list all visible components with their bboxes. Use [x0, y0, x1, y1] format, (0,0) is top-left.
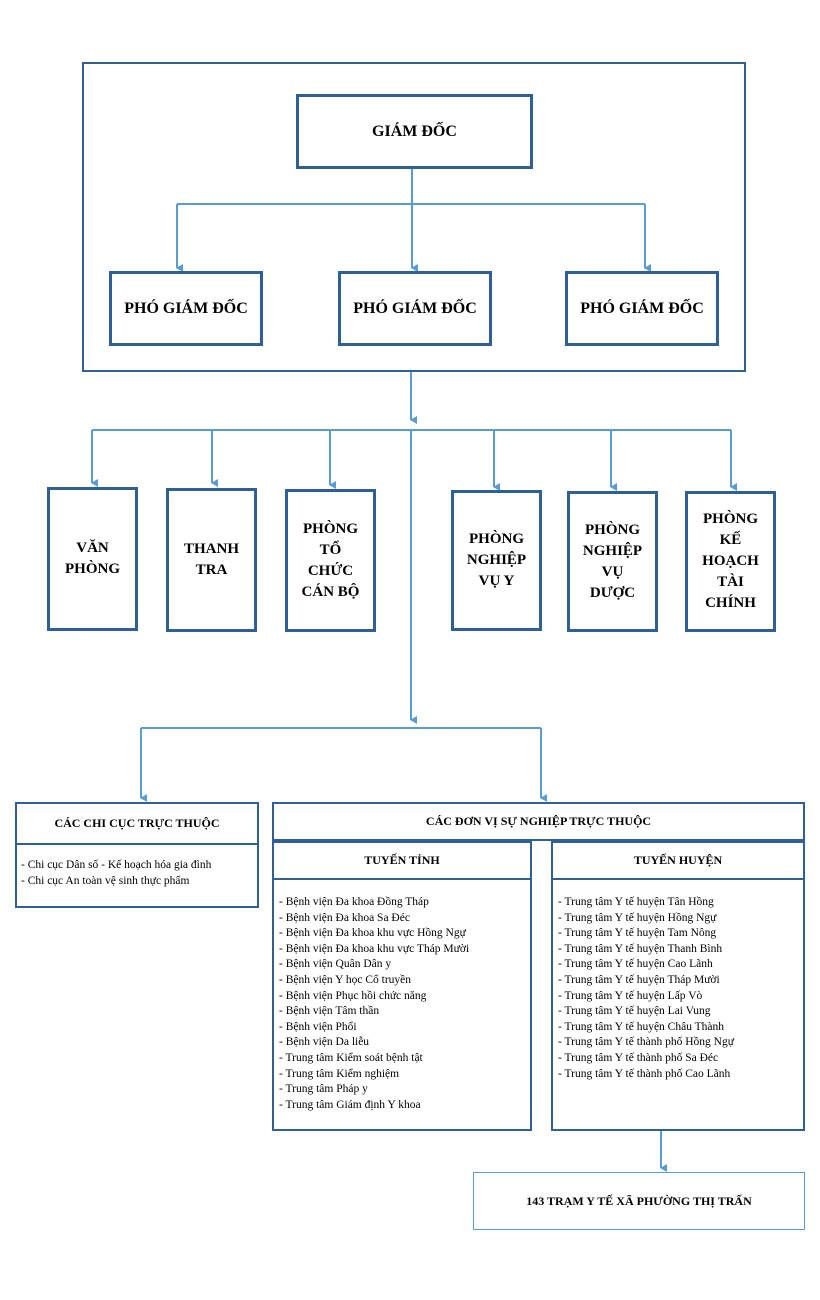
list-item: - Trung tâm Y tế huyện Châu Thành [558, 1020, 724, 1033]
department-label-line: DƯỢC [589, 584, 636, 601]
department-office: VĂN PHÒNG [47, 487, 138, 631]
provincial-title: TUYẾN TỈNH [272, 841, 532, 880]
department-label-line: VĂN [76, 540, 109, 556]
list-item: - Trung tâm Y tế huyện Hồng Ngự [558, 911, 717, 924]
deputy-director-label: PHÓ GIÁM ĐỐC [124, 299, 248, 317]
department-label-line: NGHIỆP [466, 552, 527, 568]
list-item: - Trung tâm Kiểm nghiệm [279, 1067, 400, 1080]
list-item: - Trung tâm Giám định Y khoa [279, 1098, 421, 1111]
deputy-director-box-3: PHÓ GIÁM ĐỐC [565, 271, 719, 346]
public-units-title-text: CÁC ĐƠN VỊ SỰ NGHIỆP TRỰC THUỘC [425, 814, 652, 828]
list-item: - Bệnh viện Đa khoa Đồng Tháp [279, 896, 429, 908]
department-planning-finance: PHÒNG KẾ HOẠCH TÀI CHÍNH [685, 491, 776, 632]
sub-departments-list: - Chi cục Dân số - Kế hoạch hóa gia đình… [21, 858, 257, 889]
list-item: - Trung tâm Pháp y [279, 1083, 368, 1096]
director-label: GIÁM ĐỐC [372, 122, 457, 140]
list-item: - Bệnh viện Phục hồi chức năng [279, 989, 427, 1002]
list-item: - Trung tâm Y tế huyện Cao Lãnh [558, 958, 713, 971]
list-item: - Trung tâm Kiểm soát bệnh tật [279, 1051, 423, 1064]
department-label-line: TÀI [717, 574, 744, 590]
department-medical-affairs: PHÒNG NGHIỆP VỤ Y [451, 490, 542, 631]
department-label-line: VỤ Y [478, 573, 515, 589]
commune-stations-box: 143 TRẠM Y TẾ XÃ PHƯỜNG THỊ TRẤN [473, 1172, 805, 1230]
director-box: GIÁM ĐỐC [296, 94, 533, 169]
department-label-line: TRA [195, 562, 228, 578]
department-label-line: THANH [183, 541, 239, 557]
list-item: - Chi cục An toàn vệ sinh thực phẩm [21, 874, 190, 887]
department-pharmacy: PHÒNG NGHIỆP VỤ DƯỢC [567, 491, 658, 632]
commune-stations-label: 143 TRẠM Y TẾ XÃ PHƯỜNG THỊ TRẤN [526, 1193, 752, 1208]
department-label-line: KẾ [719, 532, 742, 548]
list-item: - Bệnh viện Quân Dân y [279, 958, 392, 971]
district-title: TUYẾN HUYỆN [551, 841, 805, 880]
list-item: - Trung tâm Y tế huyện Tân Hồng [558, 896, 714, 908]
list-item: - Bệnh viện Đa khoa khu vực Tháp Mười [279, 942, 470, 955]
list-item: - Chi cục Dân số - Kế hoạch hóa gia đình [21, 859, 212, 871]
list-item: - Trung tâm Y tế thành phố Sa Đéc [558, 1051, 719, 1064]
list-item: - Trung tâm Y tế huyện Thanh Bình [558, 942, 723, 955]
department-label-line: CHỨC [307, 562, 354, 579]
department-label-line: VỤ [601, 563, 624, 580]
department-label-line: PHÒNG [302, 520, 358, 537]
leadership-frame [82, 62, 746, 372]
department-label-line: PHÒNG [702, 511, 758, 527]
department-label-line: CÁN BỘ [301, 583, 360, 600]
sub-departments-title: CÁC CHI CỤC TRỰC THUỘC [15, 802, 259, 845]
department-label-line: TỔ [319, 541, 342, 558]
district-list: - Trung tâm Y tế huyện Tân Hồng - Trung … [558, 895, 802, 1082]
department-label-line: HOẠCH [702, 553, 759, 569]
deputy-director-label: PHÓ GIÁM ĐỐC [580, 299, 704, 317]
list-item: - Bệnh viện Đa khoa khu vực Hồng Ngự [279, 927, 466, 940]
list-item: - Bệnh viện Da liễu [279, 1036, 370, 1049]
list-item: - Trung tâm Y tế huyện Lấp Vò [558, 989, 703, 1002]
department-inspection: THANH TRA [166, 488, 257, 632]
department-label-line: PHÒNG [585, 521, 640, 538]
department-label-line: CHÍNH [705, 595, 756, 611]
public-units-title: CÁC ĐƠN VỊ SỰ NGHIỆP TRỰC THUỘC [272, 802, 805, 841]
list-item: - Trung tâm Y tế thành phố Cao Lãnh [558, 1067, 731, 1080]
department-personnel: PHÒNG TỔ CHỨC CÁN BỘ [285, 489, 376, 632]
district-title-text: TUYẾN HUYỆN [633, 853, 723, 867]
department-label-line: PHÒNG [65, 561, 120, 577]
list-item: - Trung tâm Y tế huyện Tam Nông [558, 927, 717, 940]
deputy-director-box-2: PHÓ GIÁM ĐỐC [338, 271, 492, 346]
department-label-line: NGHIỆP [582, 542, 643, 559]
provincial-title-text: TUYẾN TỈNH [364, 853, 440, 867]
list-item: - Bệnh viện Tâm thần [279, 1005, 380, 1018]
list-item: - Trung tâm Y tế huyện Lai Vung [558, 1005, 711, 1018]
department-label-line: PHÒNG [469, 531, 524, 547]
sub-departments-title-text: CÁC CHI CỤC TRỰC THUỘC [54, 816, 220, 830]
provincial-list: - Bệnh viện Đa khoa Đồng Tháp - Bệnh việ… [279, 895, 529, 1113]
list-item: - Trung tâm Y tế thành phố Hồng Ngự [558, 1036, 734, 1049]
list-item: - Bệnh viện Phổi [279, 1020, 357, 1033]
list-item: - Trung tâm Y tế huyện Tháp Mười [558, 973, 720, 986]
list-item: - Bệnh viện Y học Cổ truyền [279, 973, 412, 986]
deputy-director-label: PHÓ GIÁM ĐỐC [353, 299, 477, 317]
deputy-director-box-1: PHÓ GIÁM ĐỐC [109, 271, 263, 346]
list-item: - Bệnh viện Đa khoa Sa Đéc [279, 911, 410, 924]
